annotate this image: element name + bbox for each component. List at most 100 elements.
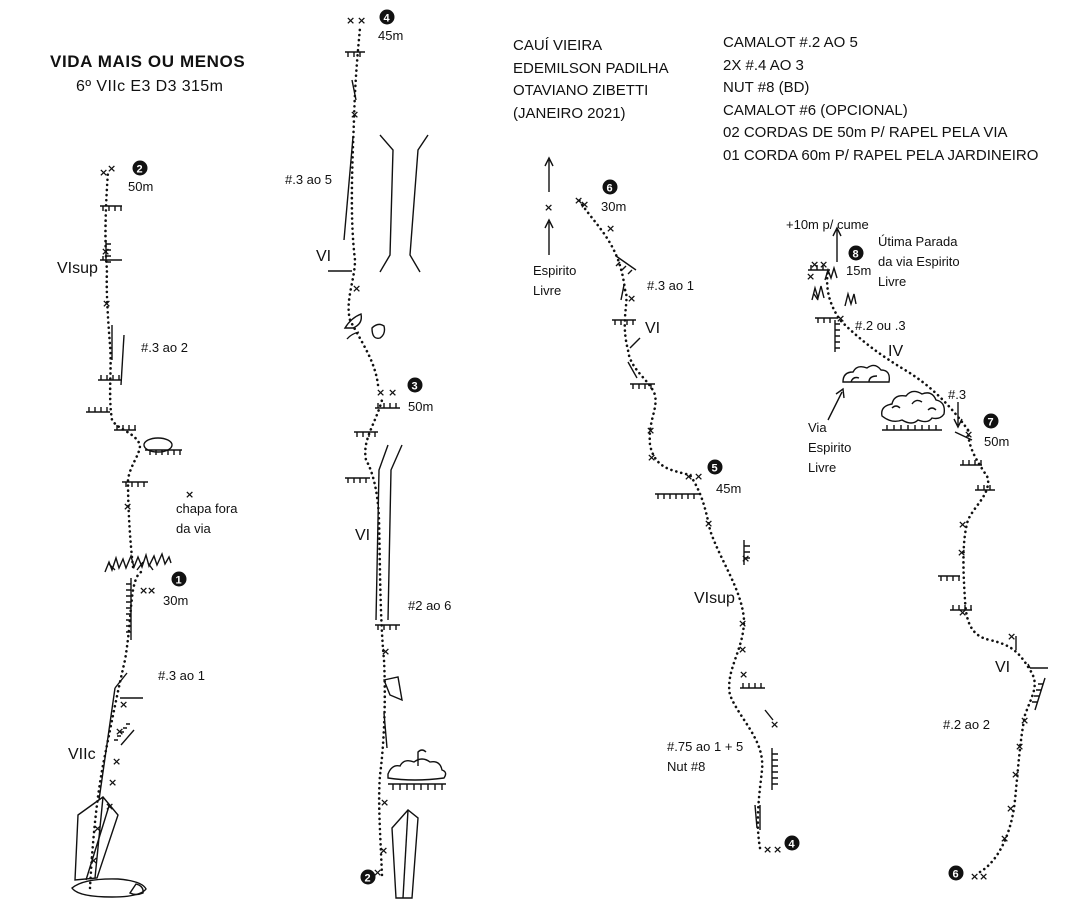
svg-text:×: × (580, 198, 589, 211)
route-pitch-1 (88, 570, 147, 890)
flake (391, 809, 419, 899)
svg-text:×: × (115, 725, 124, 738)
grade-label: VI (316, 248, 331, 265)
via-label: Via (808, 420, 827, 435)
cam-label: #.3 ao 5 (285, 172, 332, 187)
grade-label: VI (645, 320, 660, 337)
svg-text:×: × (773, 843, 782, 856)
last-stop-label: Livre (878, 274, 906, 289)
belay-7-length: 50m (984, 434, 1009, 449)
svg-text:×: × (741, 552, 750, 565)
svg-text:5: 5 (712, 463, 718, 475)
belay-2-length: 50m (128, 179, 153, 194)
svg-text:×: × (102, 297, 111, 310)
grade-label: IV (888, 343, 903, 360)
cam-label: #.75 ao 1 + 5 (667, 739, 743, 754)
svg-text:×: × (627, 292, 636, 305)
belay-4-length: 45m (378, 28, 403, 43)
svg-text:4: 4 (384, 13, 391, 25)
svg-text:×: × (99, 166, 108, 179)
svg-text:×: × (108, 776, 117, 789)
grade-label: VI (995, 659, 1010, 676)
cam-label: #.3 ao 1 (647, 278, 694, 293)
svg-text:6: 6 (607, 183, 613, 195)
svg-text:×: × (350, 108, 359, 121)
grade-label: VIsup (694, 590, 735, 607)
belay-1-length: 30m (163, 593, 188, 608)
svg-text:×: × (970, 870, 979, 883)
column-1: × × × × × × × × × × × × × × × (71, 162, 194, 898)
author-line: OTAVIANO ZIBETTI (513, 82, 649, 99)
belay-4-top: 4 45m (378, 9, 403, 43)
route-pitch-3 (363, 398, 387, 877)
last-stop-label: Útima Parada (878, 234, 958, 249)
grade-label: VI (355, 527, 370, 544)
svg-text:×: × (647, 451, 656, 464)
svg-text:×: × (376, 386, 385, 399)
svg-text:×: × (93, 822, 102, 835)
belay-5-length: 45m (716, 481, 741, 496)
svg-text:8: 8 (853, 249, 859, 261)
svg-text:×: × (123, 500, 132, 513)
cloud-bush (881, 390, 946, 431)
svg-text:×: × (574, 194, 583, 207)
column-4: × × × × × × × × × × × × × × × × (806, 226, 1048, 883)
summit-label: +10m p/ cume (786, 217, 869, 232)
svg-text:×: × (694, 470, 703, 483)
belay-1: 1 30m (163, 571, 188, 608)
svg-text:×: × (684, 470, 693, 483)
svg-text:×: × (1015, 740, 1024, 753)
svg-text:2: 2 (365, 873, 371, 885)
belay-2: 2 50m (128, 160, 153, 194)
dihedral (74, 796, 119, 881)
cam-label: #.3 (948, 387, 966, 402)
svg-text:1: 1 (176, 575, 182, 587)
svg-text:×: × (373, 866, 382, 879)
belay-8: 8 15m (846, 245, 871, 278)
date-line: (JANEIRO 2021) (513, 104, 626, 122)
gear-item: 01 CORDA 60m P/ RAPEL PELA JARDINEIRO (723, 146, 1039, 164)
svg-text:6: 6 (953, 869, 959, 881)
svg-text:×: × (1011, 768, 1020, 781)
route-title: VIDA MAIS OU MENOS (50, 52, 246, 71)
svg-text:×: × (112, 755, 121, 768)
svg-text:×: × (738, 617, 747, 630)
svg-text:×: × (544, 201, 553, 214)
svg-text:×: × (1007, 630, 1016, 643)
svg-text:×: × (352, 282, 361, 295)
svg-text:×: × (107, 162, 116, 175)
route-header: VIDA MAIS OU MENOS 6º VIIc E3 D3 315m (50, 52, 245, 96)
svg-text:×: × (101, 245, 110, 258)
route-pitch-2 (104, 170, 142, 569)
route-pitch-8 (825, 268, 970, 432)
svg-text:×: × (646, 424, 655, 437)
route-pitch-4 (347, 26, 380, 387)
belay-7: 7 50m (983, 413, 1009, 449)
svg-text:3: 3 (412, 381, 418, 393)
svg-text:×: × (806, 270, 815, 283)
gear-item: NUT #8 (BD) (723, 79, 810, 96)
bush-cluster (104, 552, 172, 573)
column-2: × × × × × × × × × × (328, 14, 447, 899)
svg-text:×: × (105, 800, 114, 813)
gear-item: 2X #.4 AO 3 (723, 56, 804, 74)
route-grade: 6º VIIc E3 D3 315m (76, 78, 224, 95)
belay-6-col4: 6 (948, 865, 964, 881)
svg-text:×: × (770, 718, 779, 731)
svg-text:×: × (957, 546, 966, 559)
bush (387, 749, 447, 790)
svg-text:×: × (1000, 832, 1009, 845)
authors-block: CAUÍ VIEIRA EDEMILSON PADILHA OTAVIANO Z… (513, 35, 669, 125)
route-pitch-6 (577, 198, 627, 292)
route-pitch-5 (623, 288, 764, 850)
belay-3-length: 50m (408, 399, 433, 414)
gear-list: CAMALOT #.2 AO 5 2X #.4 AO 3 NUT #8 (BD)… (723, 32, 1038, 167)
belay-2-col2: 2 (360, 869, 376, 885)
belay-4-col3: 4 (784, 835, 800, 851)
svg-text:×: × (1006, 802, 1015, 815)
svg-text:×: × (979, 870, 988, 883)
svg-text:×: × (836, 312, 845, 325)
svg-text:4: 4 (789, 839, 796, 851)
